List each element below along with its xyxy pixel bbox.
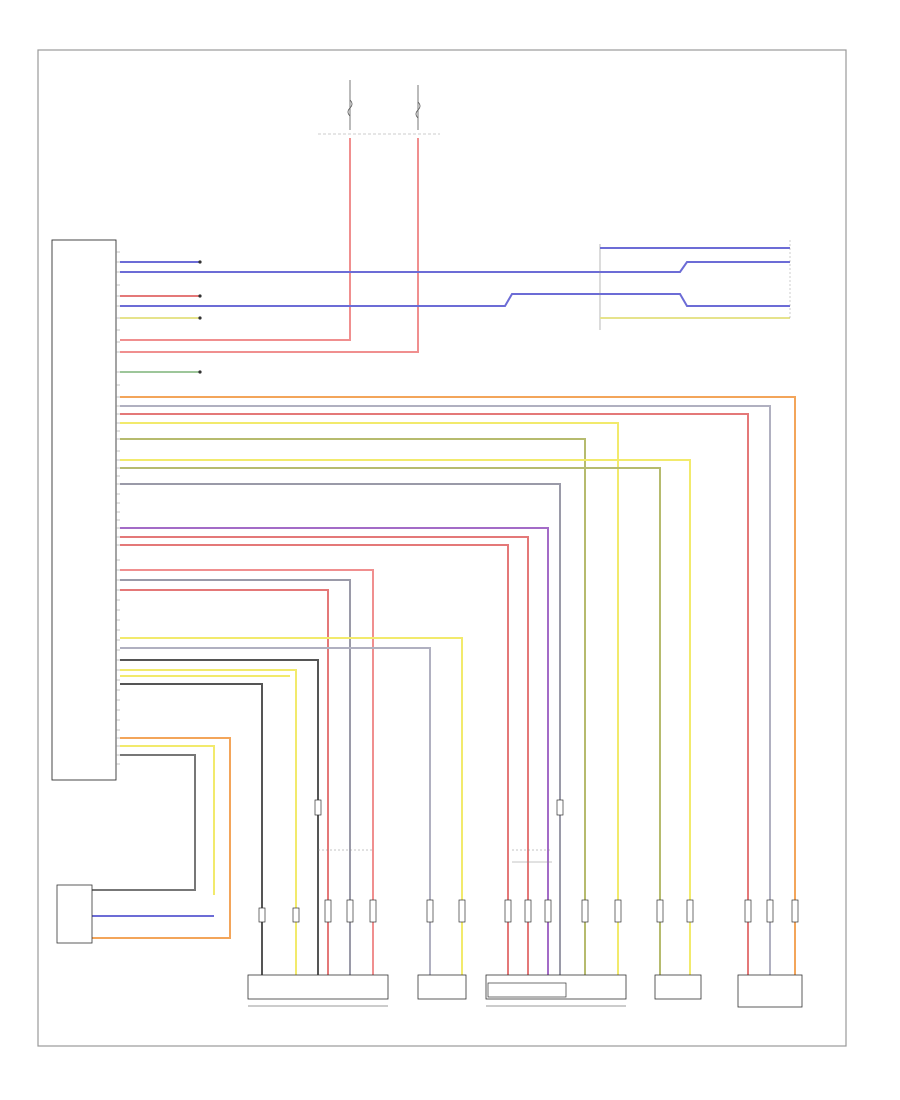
signal-wires (120, 396, 796, 975)
wire-grey-4 (120, 647, 431, 975)
bottom-components (247, 974, 803, 1008)
left-temp-sensor-connector (417, 974, 467, 1000)
wire-violet-1 (120, 527, 549, 975)
wire-grey-1 (120, 405, 771, 975)
wire-black-1 (120, 659, 319, 975)
top-bus-wires (120, 138, 600, 374)
wire-blue-right-2 (600, 293, 790, 307)
wire-yellow-sensor (120, 745, 215, 895)
wire-olive-1 (120, 438, 586, 975)
wire-red-2 (120, 536, 529, 975)
wire-red-4 (120, 569, 374, 975)
top-right-module (599, 240, 791, 330)
wire-red-3 (120, 544, 509, 975)
wire-black-2 (120, 683, 263, 975)
right-actuator-connector (485, 974, 627, 1000)
inline-connectors (258, 899, 799, 923)
wire-blue-can-low (120, 293, 600, 307)
wire-yellow-3 (120, 637, 463, 975)
wire-red-1 (120, 413, 749, 975)
wire-yellow-4 (120, 669, 297, 975)
lower-left-sensor (56, 737, 231, 944)
module-pin-ticks (116, 251, 120, 765)
wire-red-5 (120, 589, 329, 975)
wire-olive-2 (120, 467, 661, 975)
wire-red-fuse-left (120, 138, 351, 341)
wire-grey-2 (120, 483, 561, 975)
wire-grey-3 (120, 579, 351, 975)
right-position-sensor (737, 974, 803, 1008)
splices (314, 799, 564, 863)
diagram-frame (37, 49, 847, 1047)
wire-blue-right-1 (600, 261, 790, 273)
wire-yellow-1 (120, 422, 619, 975)
wire-red-fuse-right (120, 138, 419, 353)
wire-orange-sensor (92, 737, 231, 939)
left-actuator-connector (247, 974, 389, 1000)
main-module (51, 239, 117, 781)
sensor-box (56, 884, 93, 944)
wire-orange-1 (120, 396, 796, 975)
fuse-block (318, 80, 440, 135)
wire-yellow-2 (120, 459, 691, 975)
wire-grey-sensor (92, 754, 196, 891)
right-temp-sensor-connector (654, 974, 702, 1000)
fuse-left-wiggle (347, 99, 353, 117)
fuse-right-wiggle (415, 101, 421, 119)
